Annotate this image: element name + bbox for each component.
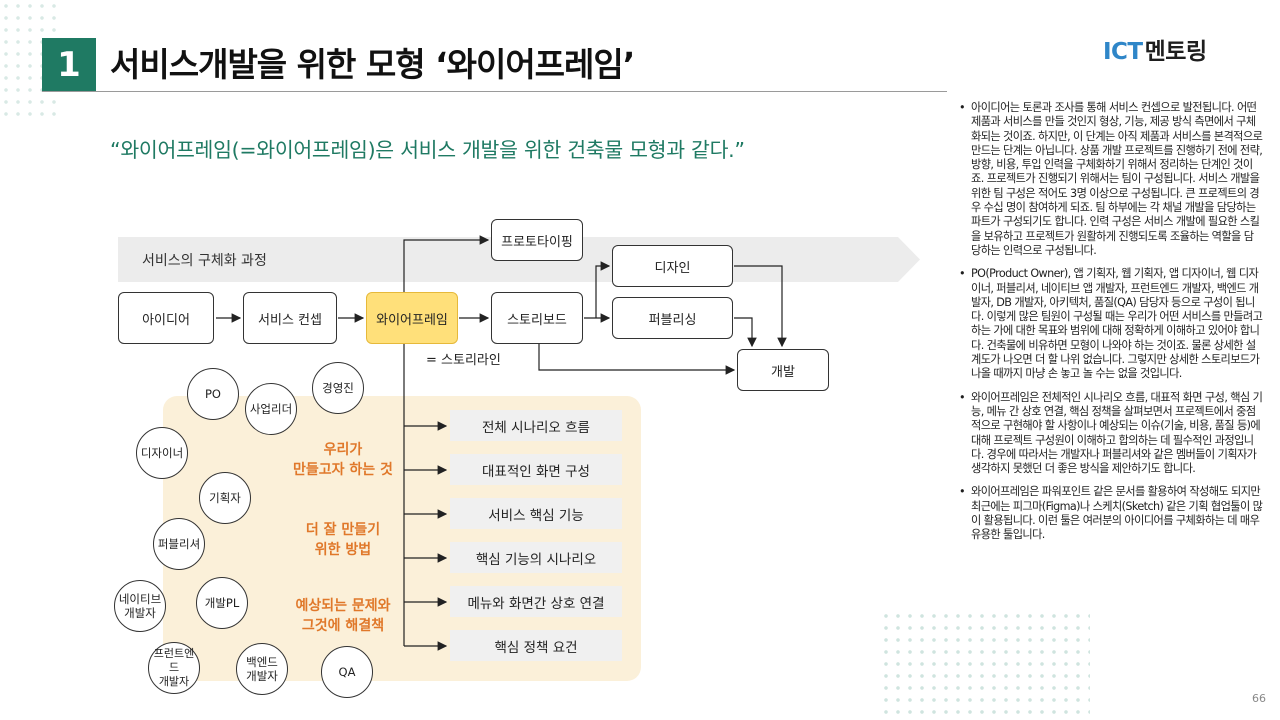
role-management: 경영진 <box>312 362 364 414</box>
dot-pattern-bottom-right <box>880 610 1090 720</box>
role-backend-developer: 백엔드 개발자 <box>236 643 288 695</box>
role-po: PO <box>187 368 239 420</box>
item-core-feature-scenario: 핵심 기능의 시나리오 <box>450 542 622 573</box>
logo-mentor-text: 멘토링 <box>1144 39 1207 65</box>
flow-box-prototyping: 프로토타이핑 <box>491 219 583 261</box>
goal-what-to-build: 우리가 만들고자 하는 것 <box>293 442 393 478</box>
flow-box-storyboard: 스토리보드 <box>491 292 583 344</box>
role-business-leader: 사업리더 <box>245 383 297 435</box>
section-number-badge: 1 <box>42 38 96 92</box>
item-core-policy: 핵심 정책 요건 <box>450 630 622 661</box>
role-planner: 기획자 <box>199 472 251 524</box>
flow-box-design: 디자인 <box>612 245 733 287</box>
flow-box-development: 개발 <box>737 349 829 391</box>
role-frontend-developer: 프런트엔드 개발자 <box>148 642 200 694</box>
item-menu-screen-links: 메뉴와 화면간 상호 연결 <box>450 586 622 617</box>
logo-ict-text: ICT <box>1103 39 1143 65</box>
item-overall-scenario-flow: 전체 시나리오 흐름 <box>450 410 622 441</box>
role-qa: QA <box>321 646 373 698</box>
band-label: 서비스의 구체화 과정 <box>142 253 267 269</box>
goal-issues-and-solutions: 예상되는 문제와 그것에 해결책 <box>295 598 391 634</box>
role-publisher: 퍼블리셔 <box>153 518 205 570</box>
role-dev-pl: 개발PL <box>196 577 248 629</box>
page-number: 66 <box>1252 692 1266 705</box>
storyline-label: = 스토리라인 <box>426 353 501 368</box>
flow-box-idea: 아이디어 <box>118 292 214 344</box>
bullet-paragraph: 와이어프레임은 파워포인트 같은 문서를 활용하여 작성해도 되지만 최근에는 … <box>958 485 1263 542</box>
item-core-features: 서비스 핵심 기능 <box>450 498 622 529</box>
page-title: 서비스개발을 위한 모형 ‘와이어프레임’ <box>110 45 635 84</box>
flow-box-service-concept: 서비스 컨셉 <box>243 292 337 344</box>
bullet-paragraph: 와이어프레임은 전체적인 시나리오 흐름, 대표적 화면 구성, 핵심 기능, … <box>958 391 1263 477</box>
title-divider <box>42 91 947 92</box>
quote-text: “와이어프레임(=와이어프레임)은 서비스 개발을 위한 건축물 모형과 같다.… <box>110 138 745 162</box>
explanation-column: 아이디어는 토론과 조사를 통해 서비스 컨셉으로 발전됩니다. 어떤 제품과 … <box>958 101 1263 552</box>
role-designer: 디자이너 <box>136 427 188 479</box>
bullet-paragraph: PO(Product Owner), 앱 기획자, 웹 기획자, 앱 디자이너,… <box>958 267 1263 381</box>
item-representative-screen: 대표적인 화면 구성 <box>450 454 622 485</box>
flow-box-wireframe: 와이어프레임 <box>366 292 458 344</box>
goal-how-to-build-better: 더 잘 만들기 위한 방법 <box>305 522 381 558</box>
ict-mentoring-logo: ICT멘토링 <box>1103 32 1207 66</box>
flow-box-publishing: 퍼블리싱 <box>612 297 733 339</box>
role-native-developer: 네이티브 개발자 <box>114 580 166 632</box>
bullet-paragraph: 아이디어는 토론과 조사를 통해 서비스 컨셉으로 발전됩니다. 어떤 제품과 … <box>958 101 1263 258</box>
